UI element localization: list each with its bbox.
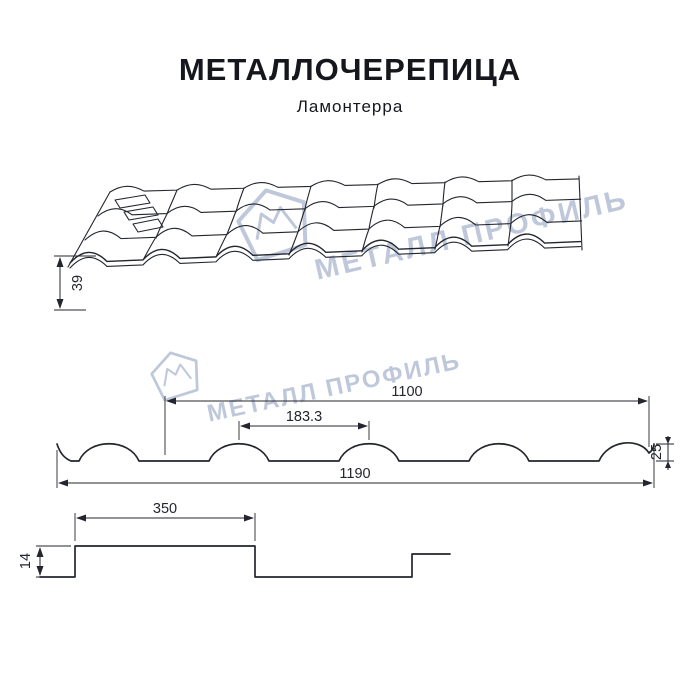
dimension-label-eave-height: 39 [70, 275, 86, 291]
dimension-label-step-height: 14 [18, 553, 34, 569]
logo-roof-mark [255, 206, 298, 240]
tile-row [84, 214, 583, 241]
sheet-left-edge [67, 191, 111, 268]
ridge-flashing-detail [114, 194, 164, 233]
brand-logo-icon [150, 351, 199, 402]
sheet-right-edge [578, 175, 583, 251]
logo-pentagon [236, 188, 308, 263]
watermark-text: МЕТАЛЛ ПРОФИЛЬ [205, 347, 464, 427]
tile-row-eave [69, 233, 582, 264]
extension-lines [36, 513, 256, 578]
eave-edge-underline [69, 238, 582, 269]
eave-height-dimension: 39 [54, 255, 96, 311]
tile-step-curves [142, 179, 513, 261]
logo-pentagon [150, 351, 199, 402]
page-subtitle: Ламонтерра [296, 97, 404, 116]
brand-logo-icon [236, 188, 308, 263]
profile-outline [56, 441, 655, 462]
page-title: МЕТАЛЛОЧЕРЕПИЦА [178, 52, 522, 87]
logo-roof-mark [163, 363, 192, 387]
dimension-label-wave-pitch: 183.3 [286, 409, 322, 425]
watermark-text: МЕТАЛЛ ПРОФИЛЬ [312, 183, 632, 286]
profile-cross-section: 1100 183.3 25 1190 [56, 384, 674, 488]
tile-row-ridge [109, 174, 580, 193]
perspective-view [67, 174, 583, 269]
dimension-label-profile-height: 25 [649, 444, 665, 460]
extension-lines [54, 255, 96, 311]
extension-lines [56, 396, 674, 488]
dimension-label-module-length: 350 [153, 501, 177, 517]
dimension-label-cover-width: 1100 [391, 384, 422, 400]
step-profile-section: 350 14 [18, 501, 451, 578]
watermark-upper: МЕТАЛЛ ПРОФИЛЬ [236, 183, 632, 287]
arrowhead-icon [665, 461, 671, 468]
arrowhead-icon [665, 437, 671, 444]
dimension-label-overall-width: 1190 [339, 466, 370, 482]
tile-row [97, 193, 582, 217]
step-profile-outline [39, 545, 451, 578]
